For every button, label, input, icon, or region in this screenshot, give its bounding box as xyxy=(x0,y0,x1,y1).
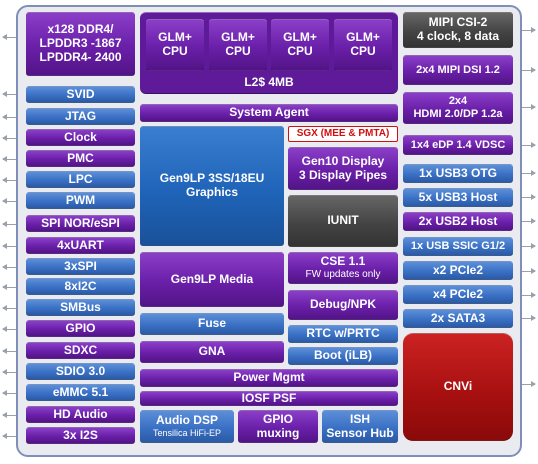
cpu-1-line-1: GLM+ xyxy=(158,30,192,45)
display-line-2: 3 Display Pipes xyxy=(298,167,388,182)
usb3-otg: 1x USB3 OTG xyxy=(403,164,513,183)
hdmi-line-1: 2x4 xyxy=(448,95,468,108)
debug-block: Debug/NPK xyxy=(288,290,398,320)
media-block: Gen9LP Media xyxy=(140,252,284,307)
audio-line-1: Audio DSP xyxy=(155,413,218,428)
io-lpc: LPC xyxy=(26,171,135,188)
cpu-2-line-2: CPU xyxy=(225,44,251,58)
cse-line-2: FW updates only xyxy=(305,269,381,281)
io-smbus: SMBus xyxy=(26,299,135,316)
memory-line-2: LPDDR3 -1867 xyxy=(39,36,122,51)
cse-line-1: CSE 1.1 xyxy=(320,254,366,269)
io-clock: Clock xyxy=(26,129,135,146)
cnvi-block: CNVi xyxy=(403,333,513,441)
l2-cache: L2$ 4MB xyxy=(244,75,294,90)
io-i2c: 8xI2C xyxy=(26,278,135,295)
cpu-4-line-2: CPU xyxy=(350,44,376,58)
ish-line-2: Sensor Hub xyxy=(326,425,394,440)
io-hd-audio: HD Audio xyxy=(26,406,135,423)
cpu-core-1: GLM+CPU xyxy=(146,19,204,71)
power-management: Power Mgmt xyxy=(140,369,398,387)
pcie-x2: x2 PCIe2 xyxy=(403,261,513,280)
usb3-host: 5x USB3 Host xyxy=(403,188,513,207)
io-spi-nor: SPI NOR/eSPI xyxy=(26,215,135,232)
cpu-core-3: GLM+CPU xyxy=(271,19,329,71)
hdmi-line-2: HDMI 2.0/DP 1.2a xyxy=(413,108,503,120)
ish-line-1: ISH xyxy=(349,411,370,426)
display-line-1: Gen10 Display xyxy=(301,153,385,168)
usb2-host: 2x USB2 Host xyxy=(403,212,513,231)
io-uart: 4xUART xyxy=(26,237,135,254)
sgx-block: SGX (MEE & PMTA) xyxy=(288,126,398,142)
sata: 2x SATA3 xyxy=(403,309,513,328)
mipi-csi-line-2: 4 clock, 8 data xyxy=(416,29,500,43)
cpu-3-line-1: GLM+ xyxy=(283,30,317,45)
cpu-2-line-1: GLM+ xyxy=(221,30,255,45)
io-spi: 3xSPI xyxy=(26,258,135,275)
gpio-mux-line-1: GPIO xyxy=(262,411,293,426)
mipi-dsi: 2x4 MIPI DSI 1.2 xyxy=(403,55,513,85)
gpio-mux-line-2: muxing xyxy=(256,425,300,440)
iunit-block: IUNIT xyxy=(288,195,398,247)
memory-controller: x128 DDR4/ LPDDR3 -1867 LPDDR4- 2400 xyxy=(26,12,135,76)
edp: 1x4 eDP 1.4 VDSC xyxy=(403,135,513,155)
gna-block: GNA xyxy=(140,341,284,363)
cpu-core-2: GLM+CPU xyxy=(209,19,267,71)
io-sdxc: SDXC xyxy=(26,342,135,359)
cpu-1-line-2: CPU xyxy=(162,44,188,58)
iosf-psf: IOSF PSF xyxy=(140,391,398,406)
cpu-3-line-2: CPU xyxy=(287,44,313,58)
io-pwm: PWM xyxy=(26,192,135,209)
mipi-csi-line-1: MIPI CSI-2 xyxy=(428,15,488,30)
graphics-line-1: Gen9LP 3SS/18EU xyxy=(159,171,265,186)
io-sdio: SDIO 3.0 xyxy=(26,363,135,380)
boot-block: Boot (iLB) xyxy=(288,347,398,365)
fuse-block: Fuse xyxy=(140,313,284,335)
graphics-line-2: Graphics xyxy=(185,185,239,199)
rtc-block: RTC w/PRTC xyxy=(288,325,398,343)
usb-ssic: 1x USB SSIC G1/2 xyxy=(403,237,513,256)
io-pmc: PMC xyxy=(26,150,135,167)
io-emmc: eMMC 5.1 xyxy=(26,384,135,401)
io-i2s: 3x I2S xyxy=(26,427,135,444)
pcie-x4: x4 PCIe2 xyxy=(403,285,513,304)
cpu-core-4: GLM+CPU xyxy=(334,19,392,71)
memory-line-1: x128 DDR4/ xyxy=(47,22,114,37)
cpu-4-line-1: GLM+ xyxy=(346,30,380,45)
system-agent: System Agent xyxy=(140,104,398,122)
io-jtag: JTAG xyxy=(26,108,135,125)
io-gpio: GPIO xyxy=(26,320,135,337)
io-svid: SVID xyxy=(26,86,135,103)
audio-line-2: Tensilica HiFi-EP xyxy=(152,428,221,439)
memory-line-3: LPDDR4- 2400 xyxy=(39,49,122,64)
